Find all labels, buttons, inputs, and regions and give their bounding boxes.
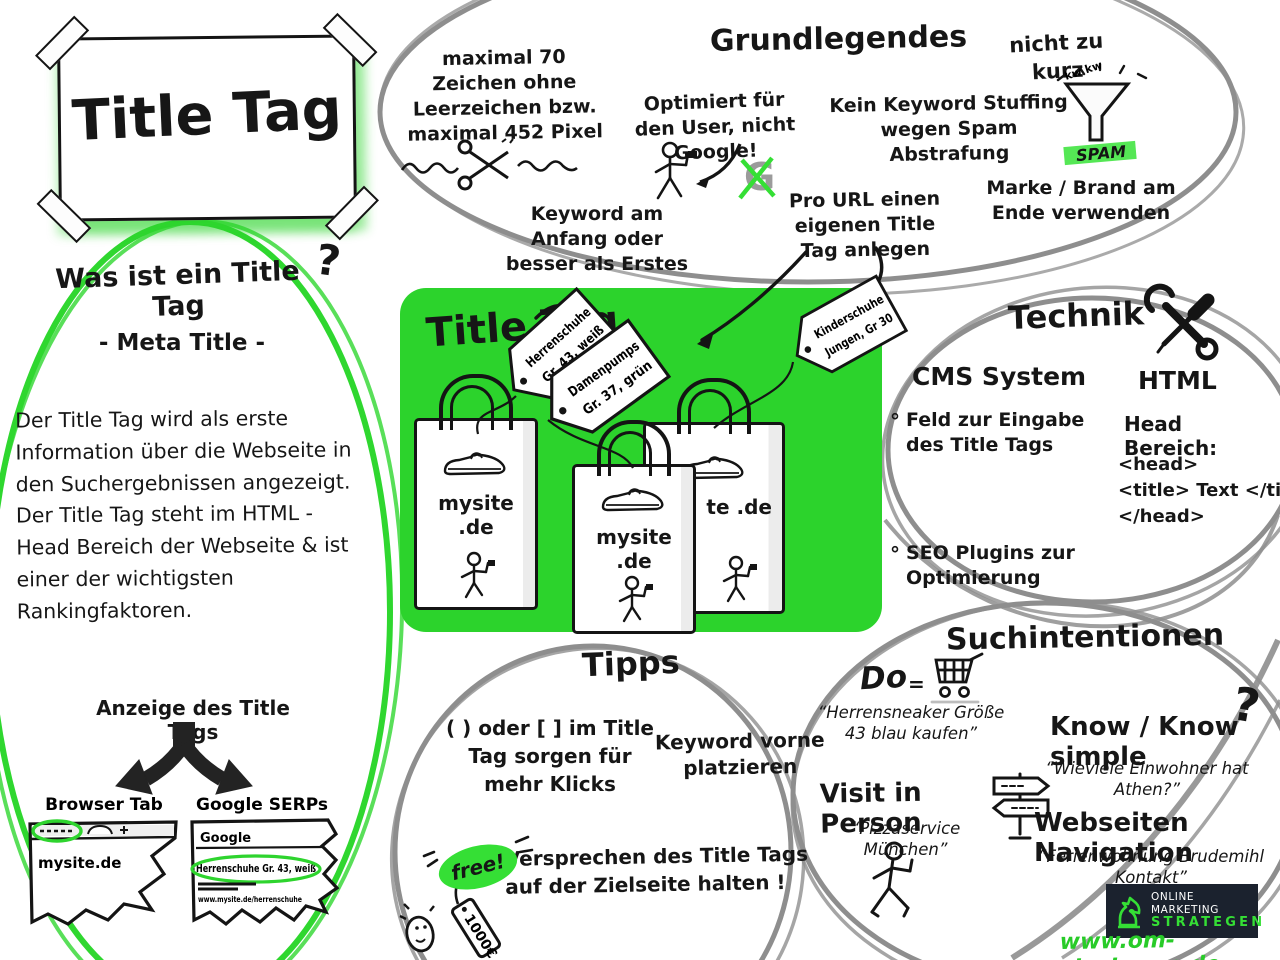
tools-icon xyxy=(1140,282,1226,368)
serp-result-title: Herrenschuhe Gr. 43, weiß xyxy=(196,863,316,875)
shoe-icon xyxy=(599,483,669,517)
tape-icon xyxy=(324,185,379,241)
funnel-kw-letters: kw kw xyxy=(1063,59,1104,83)
html-heading: HTML xyxy=(1138,366,1217,395)
shopping-bag: mysite .de xyxy=(572,420,696,634)
title-card: Title Tag xyxy=(35,12,379,244)
scissors-icon xyxy=(398,138,588,194)
poster-title: Title Tag xyxy=(70,76,344,155)
code-line: </head> xyxy=(1118,506,1205,527)
tape-icon xyxy=(35,15,90,71)
shopping-bag: mysite .de xyxy=(414,374,538,610)
walking-figure-icon xyxy=(862,840,932,930)
tip-keyword-front: Keyword vorne platzieren xyxy=(654,727,825,781)
funnel-spam-icon: kw kw SPAM xyxy=(1050,54,1154,172)
cart-icon xyxy=(924,650,988,708)
question-mark: ? xyxy=(312,234,344,287)
grundlegendes-heading: Grundlegendes xyxy=(709,19,968,59)
user-not-google-icon: G xyxy=(648,138,780,210)
logo-line1: ONLINE MARKETING xyxy=(1151,891,1219,916)
do-equals: = xyxy=(908,672,925,696)
do-label: Do xyxy=(859,658,908,698)
do-example: “Herrensneaker Größe 43 blau kaufen” xyxy=(817,703,1005,744)
code-line: <head> xyxy=(1118,454,1199,475)
browser-tab-sketch: Browser Tab mysite.de xyxy=(24,792,184,952)
note-per-url: Pro URL einen eigenen Title Tag anlegen xyxy=(788,187,941,263)
bag-site-text: te .de xyxy=(706,495,772,519)
tape-icon xyxy=(322,12,378,68)
bag-handle xyxy=(597,420,671,476)
bag-handle xyxy=(439,374,513,430)
know-example: “Wieviele Einwohner hat Athen?” xyxy=(1045,759,1249,800)
browser-tab-label: Browser Tab xyxy=(45,795,163,815)
serp-url: www.mysite.de/herrenschuhe xyxy=(198,895,302,904)
mini-figure-icon xyxy=(613,575,655,627)
shoe-icon xyxy=(441,447,511,481)
cms-item: SEO Plugins zur Optimierung xyxy=(890,541,1114,590)
note-no-stuffing: Kein Keyword Stuffing wegen Spam Abstraf… xyxy=(829,90,1068,167)
site-url: www.om-strategen.de xyxy=(1059,928,1221,960)
wasist-heading: Was ist ein Title Tag xyxy=(54,255,301,323)
google-serp-sketch: Google SERPs Google Herrenschuhe Gr. 43,… xyxy=(186,792,344,952)
tape-icon xyxy=(36,188,92,244)
serp-engine: Google xyxy=(200,831,251,846)
bag-site-text: mysite .de xyxy=(596,525,672,573)
code-line: <title> Text </title> xyxy=(1118,480,1280,501)
tipps-heading: Tipps xyxy=(581,642,681,685)
note-keyword-first: Keyword am Anfang oder besser als Erstes xyxy=(505,203,689,276)
cms-item: Feld zur Eingabe des Title Tags xyxy=(890,408,1114,457)
tip-brackets: ( ) oder [ ] im Title Tag sorgen für meh… xyxy=(446,716,654,796)
mini-figure-icon xyxy=(717,555,759,607)
bag-site-text: mysite .de xyxy=(438,491,514,539)
wasist-subheading: - Meta Title - xyxy=(98,330,266,356)
spam-label: SPAM xyxy=(1075,142,1127,165)
knight-logo-icon xyxy=(1114,893,1144,929)
bag-handle xyxy=(677,378,751,434)
google-serps-label: Google SERPs xyxy=(196,795,328,815)
nav-example: “Ferienwohnung Brudemihl Kontakt” xyxy=(1037,847,1265,888)
html-code-block: <head> <title> Text </title> </head> xyxy=(1118,452,1280,530)
note-max-length: maximal 70 Zeichen ohne Leerzeichen bzw.… xyxy=(407,45,604,146)
tip-promise: Versprechen des Title Tags auf der Ziels… xyxy=(504,841,809,899)
anzeige-heading: Anzeige des Title Tags xyxy=(96,696,290,744)
browser-tab-site: mysite.de xyxy=(38,854,121,872)
cms-heading: CMS System xyxy=(912,362,1087,391)
note-brand-end: Marke / Brand am Ende verwenden xyxy=(986,177,1176,225)
wasist-body: Der Title Tag wird als erste Information… xyxy=(15,406,352,624)
mini-figure-icon xyxy=(455,551,497,603)
